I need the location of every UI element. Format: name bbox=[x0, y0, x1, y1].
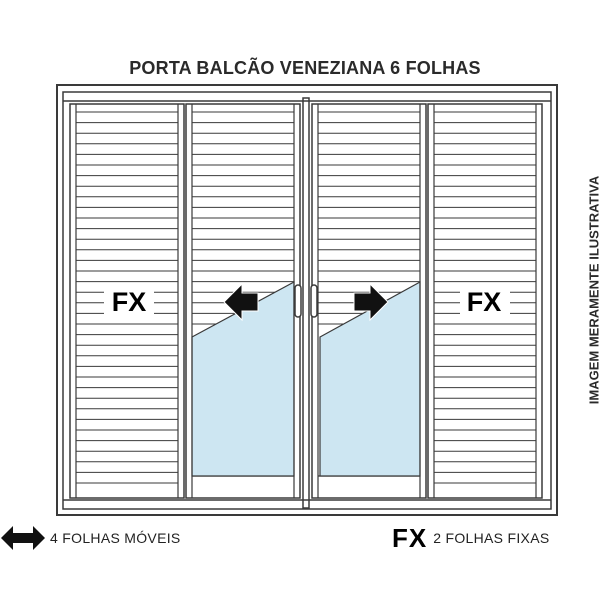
fx-label-right: FX bbox=[467, 287, 502, 317]
panel-frame-1 bbox=[69, 103, 185, 499]
legend-fixed-symbol: FX bbox=[392, 522, 428, 553]
arrow-left-icon bbox=[223, 282, 259, 322]
double-arrow-icon bbox=[1, 526, 45, 550]
handle-left bbox=[294, 284, 302, 318]
legend-movable-text: 4 FOLHAS MÓVEIS bbox=[50, 530, 181, 546]
handle-right bbox=[310, 284, 318, 318]
panel-frame-5 bbox=[427, 103, 543, 499]
legend-movable: 4 FOLHAS MÓVEIS bbox=[0, 524, 181, 552]
diagram-title: PORTA BALCÃO VENEZIANA 6 FOLHAS bbox=[129, 58, 481, 78]
legend-fixed-text: 2 FOLHAS FIXAS bbox=[433, 530, 550, 546]
legend-fixed: FX 2 FOLHAS FIXAS bbox=[392, 522, 550, 553]
arrow-right-icon bbox=[353, 282, 389, 322]
panel-frame-3 bbox=[302, 97, 310, 509]
fx-label-left: FX bbox=[112, 287, 147, 317]
